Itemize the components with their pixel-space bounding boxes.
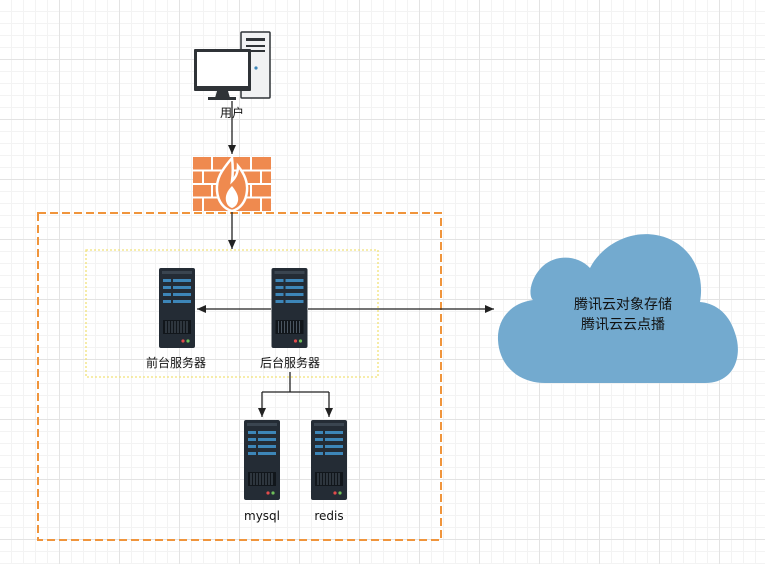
mysql-server-icon (244, 420, 280, 500)
desktop-computer-icon (194, 31, 271, 100)
frontend-server-label: 前台服务器 (145, 356, 207, 370)
edge-backend-to-mysql-redis (262, 372, 329, 393)
cloud-label-line2: 腾讯云云点播 (581, 317, 665, 333)
mysql-label: mysql (244, 509, 280, 523)
cloud-icon (497, 234, 738, 383)
outer-boundary (37, 212, 442, 541)
backend-server-icon (271, 268, 308, 348)
inner-boundary (85, 249, 379, 378)
user-label: 用户 (219, 106, 245, 120)
redis-server-icon (311, 420, 347, 500)
frontend-server-icon (159, 268, 195, 348)
redis-label: redis (314, 509, 344, 523)
firewall-icon (193, 155, 271, 213)
backend-server-label: 后台服务器 (259, 356, 321, 370)
cloud-label-line1: 腾讯云对象存储 (574, 297, 672, 313)
